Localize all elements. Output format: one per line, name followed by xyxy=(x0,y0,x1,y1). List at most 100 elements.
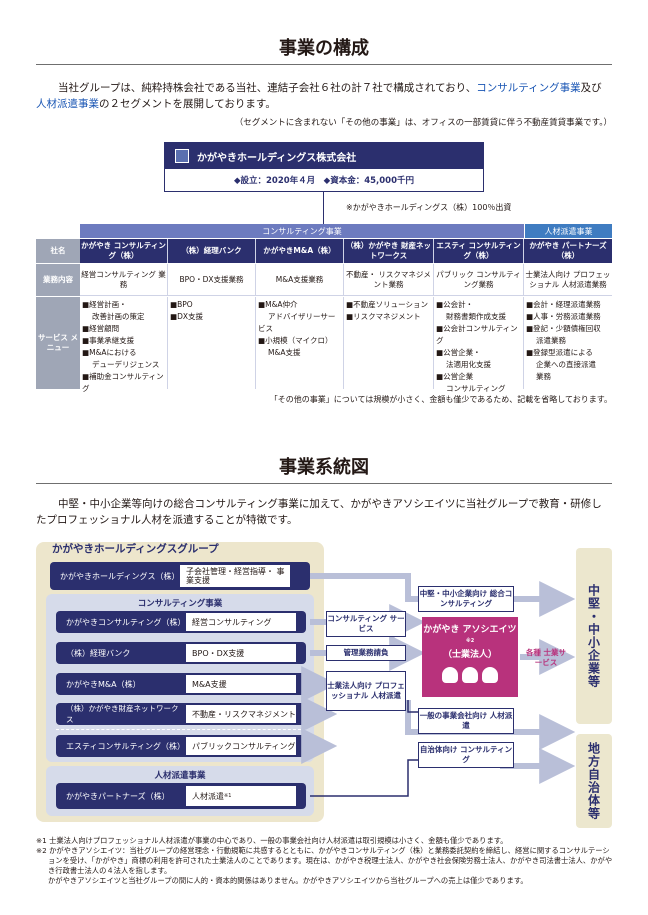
footnote-ref: ※1 xyxy=(224,792,232,799)
company-name: （株）経理バンク xyxy=(66,648,131,658)
staffing-title: 人材派遣事業 xyxy=(154,771,206,781)
people-icon xyxy=(422,667,518,683)
flow-pro-staffing: 士業法人向け プロフェッショナル 人材派遣 xyxy=(326,671,406,711)
company-name: かがやき パートナーズ（株） xyxy=(524,239,612,263)
service-item: デューデリジェンス xyxy=(92,360,160,369)
holding-company-box: かがやきホールディングス株式会社 ◆設立：2020年４月 ◆資本金：45,000… xyxy=(164,142,484,192)
service-item: DX支援 xyxy=(170,311,253,323)
company-name: かがやきM&A（株） xyxy=(66,679,141,689)
company-name: かがやきコンサルティング（株） xyxy=(66,617,186,627)
service-item: 公会計コンサルティング xyxy=(436,323,521,347)
service-item: 公営企業・ xyxy=(436,347,521,359)
intro-text-end: の２セグメントを展開しております。 xyxy=(99,98,276,110)
diagram-intro: 中堅・中小企業等向けの総合コンサルティング事業に加えて、かがやきアソシエイツに当… xyxy=(36,498,602,526)
service-list: BPODX支援 xyxy=(168,297,256,389)
company-desc: BPO・DX支援 xyxy=(186,644,296,662)
company-name: かがやき コンサルティング（株） xyxy=(80,239,168,263)
company-desc: 不動産・リスクマネジメント xyxy=(186,705,296,723)
intro-text-mid: 及び xyxy=(580,82,602,94)
flow-sme-consulting: 中堅・中小企業向け 総合コンサルティング xyxy=(418,586,514,612)
company-name: かがやきホールディングス（株） xyxy=(60,571,180,581)
flow-municipal-consulting: 自治体向け コンサルティング xyxy=(418,742,514,768)
section-title-diagram: 事業系統図 xyxy=(279,457,369,478)
service-item: BPO xyxy=(170,299,253,311)
service-item: コンサルティング xyxy=(446,384,506,393)
service-item: 人事・労務派遣業務 xyxy=(526,311,610,323)
service-item: 法適用化支援 xyxy=(446,360,491,369)
service-item: 会計・経理派遣業務 xyxy=(526,299,610,311)
service-item: 業務 xyxy=(536,372,551,381)
service-list: 会計・経理派遣業務人事・労務派遣業務登記・少額債権回収派遣業務登録型派遣による企… xyxy=(524,297,612,389)
business-cell: 経営コンサルティング 業務 xyxy=(80,264,168,296)
footnote-1: ※1 士業法人向けプロフェッショナル人材派遣が事業の中心であり、一般の事業会社向… xyxy=(36,836,508,845)
company-keiri-bank: （株）経理バンク BPO・DX支援 xyxy=(56,642,306,664)
associates-box: かがやき アソシエイツ ※2 （士業法人） xyxy=(422,617,518,697)
title-divider xyxy=(36,64,612,65)
associates-sub: （士業法人） xyxy=(442,650,497,660)
service-item: 小規模（マイクロ） xyxy=(258,335,341,347)
company-name: （株）経理バンク xyxy=(168,239,256,263)
intro-highlight-consulting: コンサルティング事業 xyxy=(476,82,581,94)
company-zaisan: （株）かがやき財産ネットワークス不動産・リスクマネジメント xyxy=(56,703,306,725)
intro-text: 当社グループは、純粋持株会社である当社、連結子会社６社の計７社で構成されており、 xyxy=(58,82,477,94)
service-item: 経営計画・ xyxy=(82,299,165,311)
service-item: 改善計画の策定 xyxy=(92,312,145,321)
group-title: かがやきホールディングスグループ xyxy=(52,543,219,555)
service-item: M&Aにおける xyxy=(82,347,165,359)
service-item: 企業への直接派遣 xyxy=(536,360,596,369)
structure-intro: 当社グループは、純粋持株会社である当社、連結子会社６社の計７社で構成されており、… xyxy=(36,80,612,112)
intro-note: （セグメントに含まれない「その他の事業」は、オフィスの一部賃貸に伴う不動産賃貸事… xyxy=(234,118,612,128)
company-logo-icon xyxy=(175,149,189,163)
business-row: 業務内容 経営コンサルティング 業務 BPO・DX支援業務 M&A支援業務 不動… xyxy=(36,264,612,296)
company-name: （株）かがやき財産ネットワークス xyxy=(66,704,179,724)
consulting-title: コンサルティング事業 xyxy=(137,599,223,609)
company-partners: かがやきパートナーズ（株）人材派遣※1 xyxy=(56,783,306,809)
ownership-note: ※かがやきホールディングス（株）100％出資 xyxy=(346,203,512,212)
footnote-2: ※2 かがやきアソシエイツ：当社グループの経営理念・行動規範に共感するとともに、… xyxy=(36,846,613,875)
service-list: M&A仲介アドバイザリーサービス小規模（マイクロ）M&A支援 xyxy=(256,297,344,389)
business-cell: BPO・DX支援業務 xyxy=(168,264,256,296)
company-consulting: かがやきコンサルティング（株）経営コンサルティング xyxy=(56,611,306,633)
service-list: 公会計・財務書類作成支援公会計コンサルティング公営企業・法適用化支援公営企業コン… xyxy=(434,297,524,393)
label-company: 社名 xyxy=(36,239,80,263)
business-cell: パブリック コンサルティング業務 xyxy=(434,264,524,296)
service-item: 不動産ソリューション xyxy=(346,299,431,311)
service-item: M&A仲介 xyxy=(258,299,341,311)
company-desc: パブリックコンサルティング xyxy=(186,737,296,755)
service-item: M&A支援 xyxy=(268,348,301,357)
company-name: （株）かがやき 財産ネットワークス xyxy=(344,239,434,263)
business-cell: 士業法人向け プロフェッショナル 人材派遣業務 xyxy=(524,264,612,296)
company-esty: エスティコンサルティング（株）パブリックコンサルティング xyxy=(56,735,306,757)
service-item: 補助金コンサルティング xyxy=(82,371,165,395)
flow-various-services: 各種 士業サービス xyxy=(525,648,567,667)
company-holding: かがやきホールディングス（株） 子会社管理・経営指導・ 事業支援 xyxy=(50,562,310,590)
flow-general-staffing: 一般の事業会社向け 人材派遣 xyxy=(418,708,514,734)
table-note: 「その他の事業」については規模が小さく、金額も僅少であるため、記載を省略しており… xyxy=(269,395,612,404)
business-cell: 不動産・ リスクマネジメント業務 xyxy=(344,264,434,296)
holding-name: かがやきホールディングス株式会社 xyxy=(197,152,357,164)
connector-line xyxy=(323,192,324,224)
company-name: エスティ コンサルティング（株） xyxy=(434,239,524,263)
associates-name: かがやき アソシエイツ xyxy=(423,625,517,635)
company-desc: M&A支援 xyxy=(186,675,296,693)
service-item: リスクマネジメント xyxy=(346,311,431,323)
service-row: サービス メニュー 経営計画・改善計画の策定経営顧問事業承継支援M&Aにおけるデ… xyxy=(36,297,612,393)
label-business: 業務内容 xyxy=(36,264,80,296)
business-cell: M&A支援業務 xyxy=(256,264,344,296)
service-item: 財務書類作成支援 xyxy=(446,312,506,321)
holding-info: ◆設立：2020年４月 ◆資本金：45,000千円 xyxy=(233,176,415,186)
company-name: エスティコンサルティング（株） xyxy=(66,741,186,751)
service-list: 経営計画・改善計画の策定経営顧問事業承継支援M&Aにおけるデューデリジェンス補助… xyxy=(80,297,168,393)
footnote-3: かがやきアソシエイツと当社グループの間に人的・資本的関係はありません。かがやきア… xyxy=(48,876,528,885)
service-item: アドバイザリーサービス xyxy=(258,312,336,333)
service-item: 登記・少額債権回収 xyxy=(526,323,610,335)
company-desc: 人材派遣 xyxy=(192,791,224,801)
flow-consulting-service: コンサルティング サービス xyxy=(326,611,406,637)
company-row: 社名 かがやき コンサルティング（株） （株）経理バンク かがやきM&A（株） … xyxy=(36,239,612,263)
target-local-gov: 地方自治体等 xyxy=(576,734,612,828)
service-list: 不動産ソリューションリスクマネジメント xyxy=(344,297,434,389)
company-ma: かがやきM&A（株） M&A支援 xyxy=(56,673,306,695)
company-desc: 経営コンサルティング xyxy=(186,613,296,631)
footnote-ref: ※2 xyxy=(465,638,475,644)
